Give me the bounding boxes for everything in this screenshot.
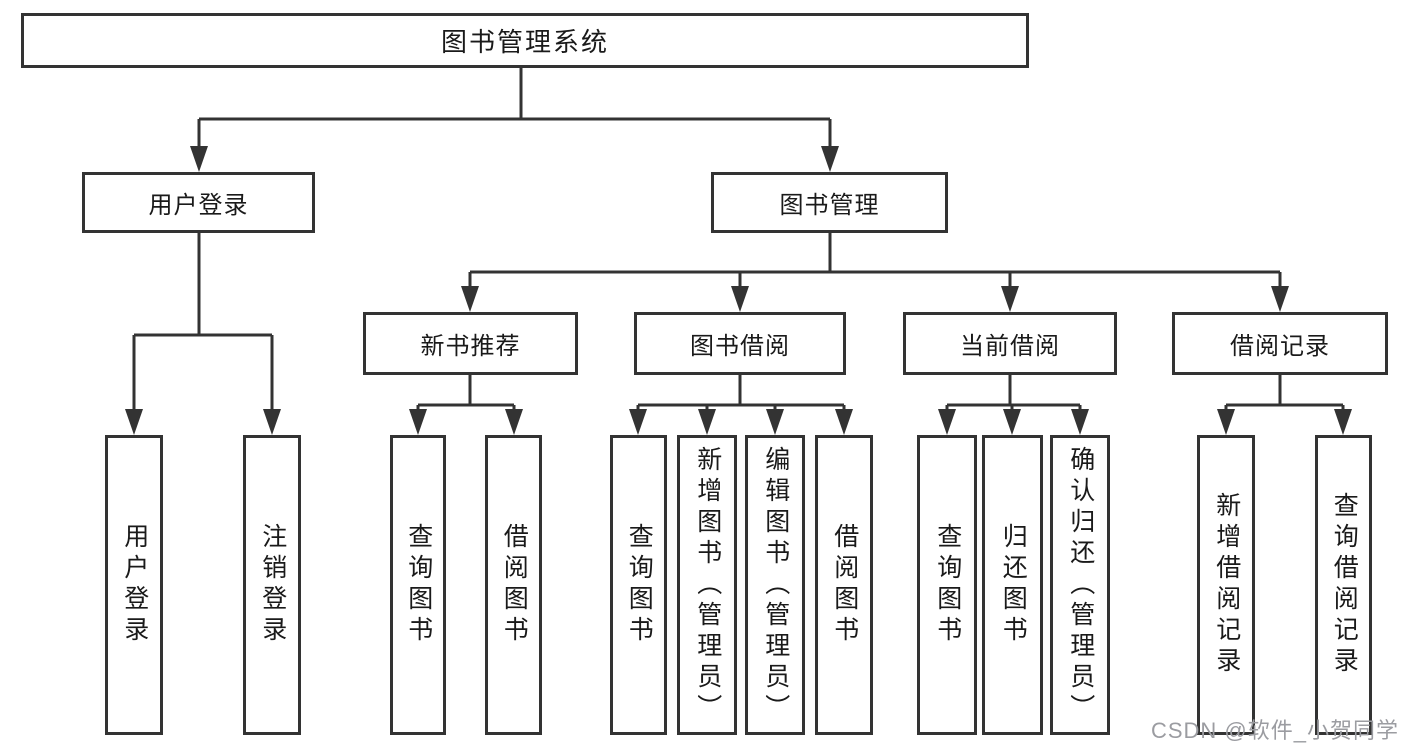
node-label: 新增借阅记录 bbox=[1212, 492, 1241, 678]
node-label: 查询图书 bbox=[404, 523, 433, 647]
leaf-rec-borrow-books: 借阅图书 bbox=[485, 435, 542, 735]
node-label: 编辑图书（管理员） bbox=[761, 445, 790, 725]
leaf-br-query-record: 查询借阅记录 bbox=[1315, 435, 1372, 735]
node-label: 用户登录 bbox=[148, 192, 249, 219]
node-label: 借阅图书 bbox=[500, 523, 529, 647]
node-label: 查询图书 bbox=[933, 523, 962, 647]
node-book-borrow: 图书借阅 bbox=[634, 312, 846, 375]
node-label: 查询图书 bbox=[625, 523, 654, 647]
node-label: 新书推荐 bbox=[420, 333, 521, 360]
leaf-cb-confirm-return-admin: 确认归还（管理员） bbox=[1050, 435, 1110, 735]
leaf-rec-query-books: 查询图书 bbox=[390, 435, 446, 735]
connector-paths bbox=[132, 68, 1345, 413]
leaf-br-add-record: 新增借阅记录 bbox=[1197, 435, 1255, 735]
leaf-logout: 注销登录 bbox=[243, 435, 301, 735]
node-book-management: 图书管理 bbox=[711, 172, 948, 233]
node-label: 图书借阅 bbox=[690, 333, 790, 360]
node-label: 图书管理系统 bbox=[440, 27, 609, 57]
leaf-bb-add-books-admin: 新增图书（管理员） bbox=[677, 435, 737, 735]
node-label: 图书管理 bbox=[779, 192, 880, 219]
leaf-cb-query-books: 查询图书 bbox=[917, 435, 977, 735]
node-label: 用户登录 bbox=[120, 523, 149, 647]
node-label: 注销登录 bbox=[258, 523, 287, 647]
node-label: 归还图书 bbox=[999, 523, 1028, 647]
node-label: 确认归还（管理员） bbox=[1066, 445, 1095, 725]
node-user-login: 用户登录 bbox=[82, 172, 315, 233]
leaf-user-login: 用户登录 bbox=[105, 435, 163, 735]
node-new-book-recommend: 新书推荐 bbox=[363, 312, 578, 375]
leaf-cb-return-books: 归还图书 bbox=[982, 435, 1043, 735]
node-label: 借阅记录 bbox=[1230, 333, 1330, 360]
node-label: 查询借阅记录 bbox=[1330, 492, 1359, 678]
node-system-root: 图书管理系统 bbox=[21, 13, 1029, 68]
node-label: 借阅图书 bbox=[830, 523, 859, 647]
leaf-bb-borrow-books: 借阅图书 bbox=[815, 435, 873, 735]
node-label: 新增图书（管理员） bbox=[693, 445, 722, 725]
arrowheads bbox=[125, 146, 1352, 435]
leaf-bb-edit-books-admin: 编辑图书（管理员） bbox=[745, 435, 805, 735]
leaf-bb-query-books: 查询图书 bbox=[610, 435, 667, 735]
node-label: 当前借阅 bbox=[960, 333, 1060, 360]
node-borrow-records: 借阅记录 bbox=[1172, 312, 1388, 375]
node-current-borrow: 当前借阅 bbox=[903, 312, 1117, 375]
